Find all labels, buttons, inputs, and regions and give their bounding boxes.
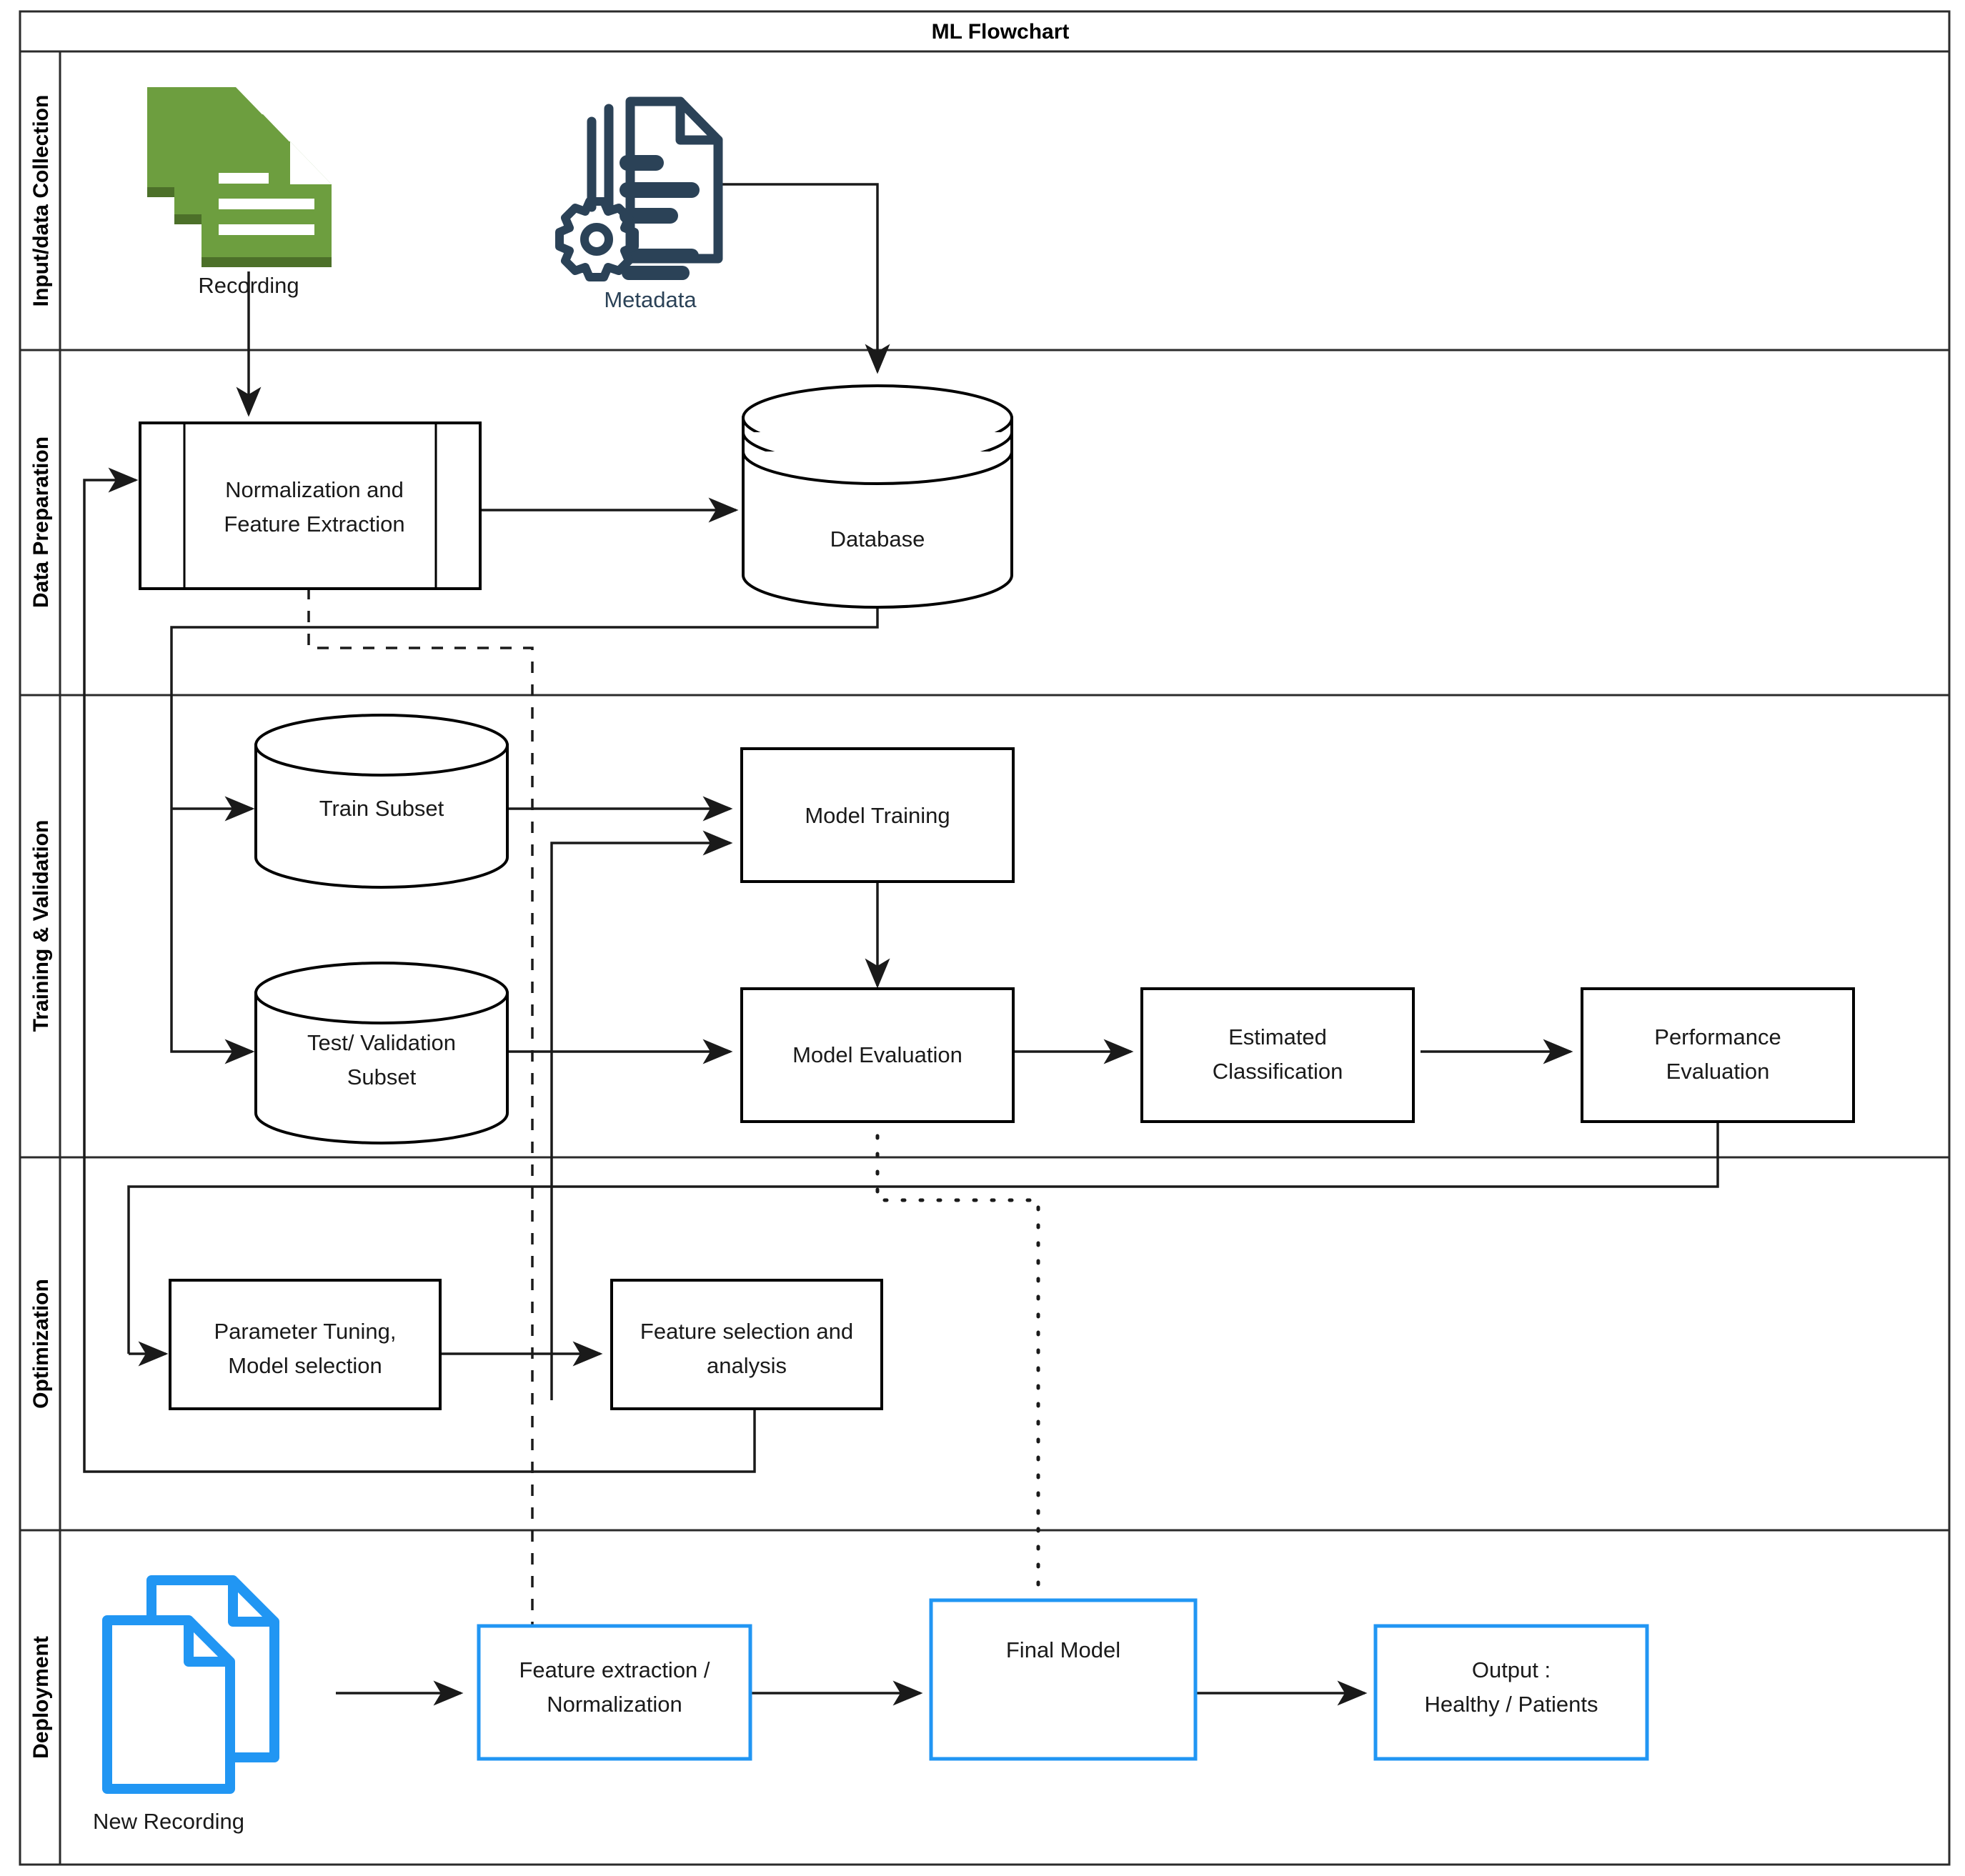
feature-selection-line2: analysis	[707, 1353, 787, 1378]
pool-frame	[19, 10, 1951, 1866]
new-recording-icon	[102, 1575, 279, 1794]
lane-label-opt: Optimization	[29, 1279, 53, 1409]
database-label: Database	[830, 527, 925, 552]
performance-evaluation-node	[1581, 987, 1855, 1123]
feature-selection-line1: Feature selection and	[640, 1319, 853, 1344]
parameter-tuning-line1: Parameter Tuning,	[214, 1319, 396, 1344]
normalization-line1: Normalization and	[225, 477, 404, 502]
model-training-node	[740, 747, 1015, 883]
estimated-classification-node	[1140, 987, 1415, 1123]
estimated-classification-line1: Estimated	[1228, 1024, 1327, 1049]
lane-label-prep: Data Preparation	[29, 436, 53, 608]
normalization-node	[139, 421, 482, 590]
edge-model-evaluation-to-final-model	[875, 1116, 1040, 1606]
model-training-label: Model Training	[805, 803, 950, 828]
edge-normalization-to-deploy-feature-extraction	[307, 588, 534, 1630]
edge-database-to-split	[170, 604, 879, 809]
model-evaluation-label: Model Evaluation	[792, 1042, 962, 1067]
edge-performance-evaluation-to-parameter-tuning-vert	[127, 1118, 1719, 1354]
deploy-feature-extraction-line1: Feature extraction /	[519, 1657, 710, 1682]
lane-label-input: Input/data Collection	[29, 95, 53, 307]
lane-label-deploy: Deployment	[29, 1636, 53, 1759]
model-evaluation-node	[740, 987, 1015, 1123]
final-model-label: Final Model	[1006, 1637, 1120, 1662]
deploy-feature-extraction-line2: Normalization	[547, 1692, 682, 1717]
edge-split-to-test-subset	[170, 809, 255, 1064]
metadata-label: Metadata	[604, 287, 697, 312]
final-model-node	[929, 1598, 1198, 1761]
lane-label-train: Training & Validation	[29, 820, 53, 1032]
feature-selection-node	[610, 1279, 883, 1410]
train-subset-label: Train Subset	[319, 796, 444, 821]
test-subset-node	[254, 962, 509, 1144]
output-node	[1373, 1624, 1649, 1761]
diagram-title: ML Flowchart	[932, 20, 1070, 44]
output-line2: Healthy / Patients	[1425, 1692, 1598, 1717]
test-subset-line1: Test/ Validation	[307, 1030, 456, 1055]
new-recording-label: New Recording	[93, 1809, 244, 1834]
recording-icon	[147, 87, 332, 267]
edge-feature-selection-to-normalization	[83, 467, 756, 1473]
parameter-tuning-node	[169, 1279, 442, 1410]
parameter-tuning-line2: Model selection	[228, 1353, 382, 1378]
recording-label: Recording	[198, 273, 299, 298]
normalization-line2: Feature Extraction	[224, 512, 404, 537]
edge-feature-selection-to-model-training	[550, 830, 733, 1400]
performance-evaluation-line1: Performance	[1654, 1024, 1781, 1049]
database-node	[742, 384, 1013, 609]
test-subset-line2: Subset	[347, 1064, 417, 1089]
train-subset-node	[254, 714, 509, 889]
estimated-classification-line2: Classification	[1213, 1059, 1343, 1084]
output-line1: Output :	[1472, 1657, 1551, 1682]
metadata-icon	[555, 96, 723, 281]
deploy-feature-extraction-node	[477, 1624, 752, 1761]
performance-evaluation-line2: Evaluation	[1666, 1059, 1770, 1084]
edge-metadata-to-database	[722, 183, 890, 374]
